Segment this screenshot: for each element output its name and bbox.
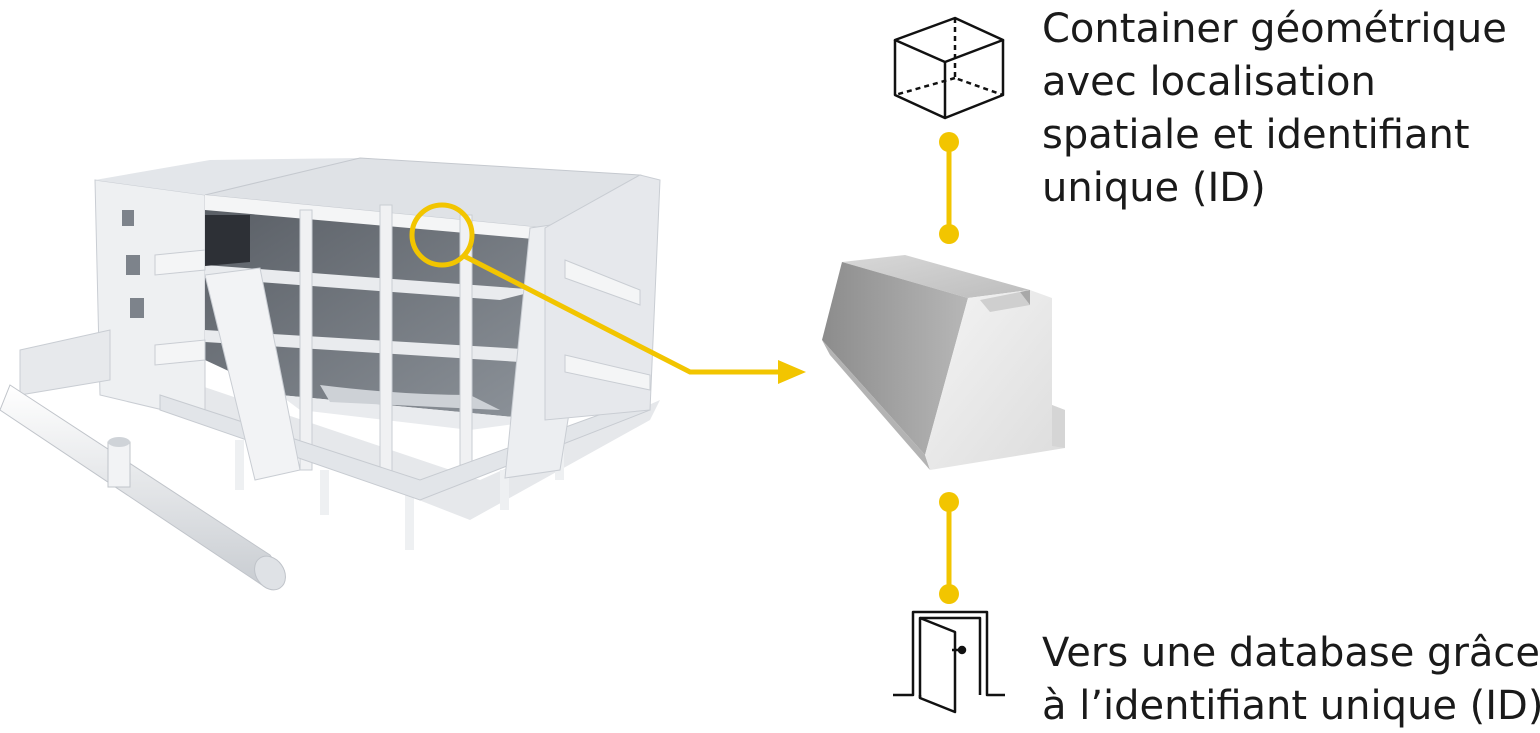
caption-line: avec localisation bbox=[1042, 59, 1376, 105]
caption-line: spatiale et identifiant bbox=[1042, 112, 1470, 158]
beam-object bbox=[822, 255, 1065, 470]
caption-line: Container géométrique bbox=[1042, 6, 1507, 52]
connector-bottom bbox=[939, 492, 959, 604]
connector-top bbox=[939, 132, 959, 244]
caption-line: Vers une database grâce bbox=[1042, 630, 1540, 676]
cube-wireframe-icon bbox=[893, 16, 1005, 120]
caption-line: unique (ID) bbox=[1042, 165, 1266, 211]
connector-arrow bbox=[409, 202, 806, 384]
caption-line: à l’identifiant unique (ID) bbox=[1042, 683, 1540, 729]
caption-geometric-container: Container géométrique avec localisation … bbox=[1042, 3, 1507, 215]
caption-database-link: Vers une database grâce à l’identifiant … bbox=[1042, 627, 1540, 733]
building-model bbox=[0, 157, 661, 591]
door-icon bbox=[893, 610, 1005, 714]
